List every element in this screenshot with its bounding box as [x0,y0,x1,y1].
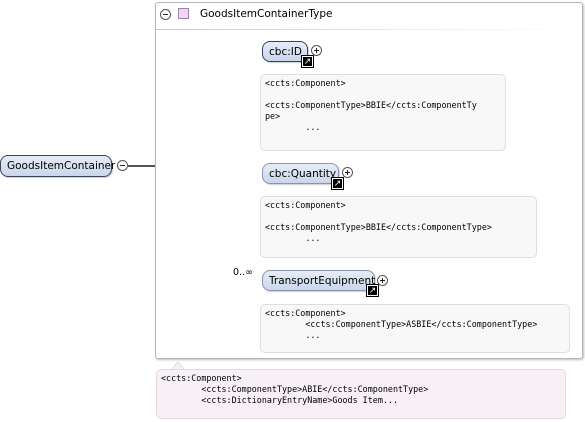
element-label: cbc:Quantity [269,167,337,180]
element-transportequipment[interactable]: TransportEquipment [262,270,375,291]
root-element-goodsitemcontainer[interactable]: GoodsItemContainer [0,155,116,177]
cardinality-label: 0..∞ [233,267,253,278]
root-collapse-toggle[interactable] [117,160,128,171]
annotation-cbc-id: <ccts:Component> <ccts:ComponentType>BBI… [260,74,506,151]
reference-arrow-icon[interactable]: ↗ [301,55,314,68]
annotation-goodsitemcontainer: <ccts:Component> <ccts:ComponentType>ABI… [156,369,566,419]
type-title: GoodsItemContainerType [200,8,333,20]
annotation-cbc-quantity: <ccts:Component> <ccts:ComponentType>BBI… [260,196,537,258]
expand-toggle-transportequipment[interactable] [377,275,388,286]
element-cbc-id[interactable]: cbc:ID [262,41,308,62]
type-collapse-toggle[interactable] [160,9,171,20]
element-label: TransportEquipment [269,274,376,287]
root-element-label: GoodsItemContainer [7,160,116,172]
expand-toggle-cbc-quantity[interactable] [342,167,353,178]
annotation-transportequipment: <ccts:Component> <ccts:ComponentType>ASB… [260,304,570,353]
reference-arrow-icon[interactable]: ↗ [366,284,379,297]
element-cbc-quantity[interactable]: cbc:Quantity [262,163,339,184]
expand-toggle-cbc-id[interactable] [311,45,322,56]
reference-arrow-icon[interactable]: ↗ [331,177,344,190]
type-container-box [155,2,583,359]
complex-type-icon [178,8,189,19]
type-header-separator [156,29,582,30]
element-label: cbc:ID [269,45,302,58]
